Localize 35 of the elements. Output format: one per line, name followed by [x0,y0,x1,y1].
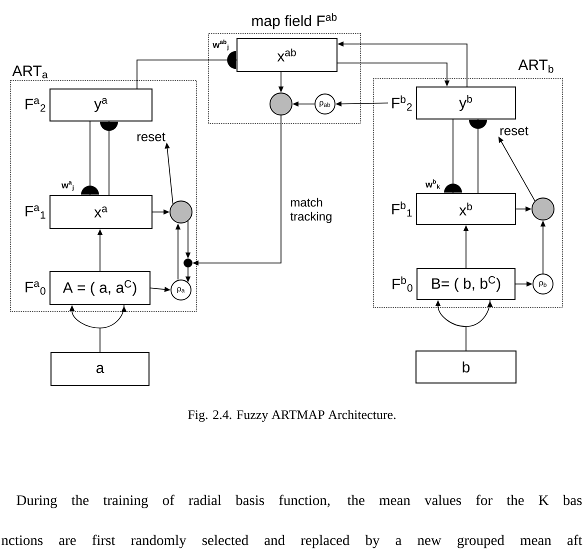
layer-box: y$^{a}$ [50,88,152,122]
input-layer-box: B= ( b, b$^{C}$) [416,268,516,300]
node-label: ART$_{a}$ [12,66,48,78]
map-field-box: x$^{ab}$ [236,38,338,72]
edge-label: match tracking [289,196,342,224]
forked-arrow [435,300,493,351]
layer-label: F$^{a}$1 [26,205,46,219]
layer-label: F$^{b}$0 [392,276,412,292]
layer-label: F$^{a}$2 [26,98,46,112]
layer-label: F$^{b}$1 [392,201,412,217]
synapse-connector [469,119,487,194]
synapse-connector [136,51,237,89]
input-layer-box: A = ( a, a$^{C}$) [50,271,150,305]
node-label: map field F$^{ab}$ [252,13,337,30]
node-label: ART$_{b}$ [518,60,554,73]
layer-label: F$^{a}$0 [26,281,46,295]
reset-label: reset [137,132,166,142]
layer-box: y$^{b}$ [416,86,516,120]
arrow [498,136,536,202]
body-text: During the training of radial basis function, the mean values for the K bas [16,494,582,508]
input-box: b [416,350,516,384]
layer-box: x$^{b}$ [416,193,516,225]
caption: Fig. 2.4. Fuzzy ARTMAP Architecture. [188,410,396,422]
forked-arrow [69,304,127,352]
synapse-connector [100,121,118,196]
body-text: nctions are first randomly selected and replaced by a new grouped mean aft [2,534,582,548]
synapse-connector [444,119,462,194]
layer-box: x$^{a}$ [50,195,152,229]
synapse-connector [81,121,99,196]
reset-node [270,92,292,116]
layer-label: F$^{b}$2 [392,95,412,111]
reset-node [532,198,554,220]
reset-node [170,200,192,224]
input-box: a [50,352,150,386]
reset-label: reset [500,126,528,136]
